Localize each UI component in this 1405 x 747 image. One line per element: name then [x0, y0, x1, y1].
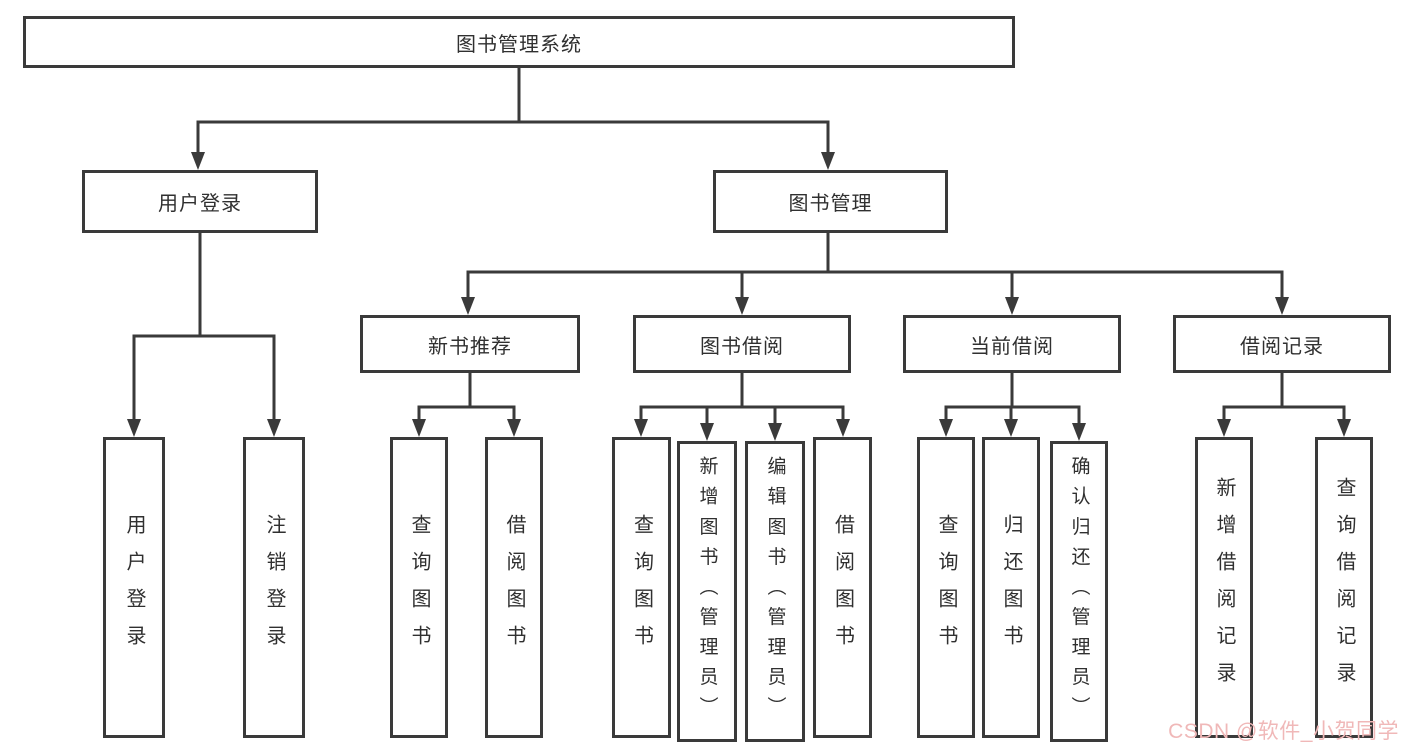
leaf-edit-book-admin: 编辑图书（管理员）: [745, 441, 805, 742]
leaf-query-books-recommend: 查询图书: [390, 437, 448, 738]
leaf-user-login: 用户登录: [103, 437, 165, 738]
leaf-add-book-admin: 新增图书（管理员）: [677, 441, 737, 742]
leaf-return-books: 归还图书: [982, 437, 1040, 738]
leaf-query-books-borrow: 查询图书: [612, 437, 671, 738]
node-root-system: 图书管理系统: [23, 16, 1015, 68]
node-new-book-recommend: 新书推荐: [360, 315, 580, 373]
csdn-watermark: CSDN @软件_小贺同学: [1168, 720, 1399, 743]
leaf-logout: 注销登录: [243, 437, 305, 738]
leaf-borrow-books-recommend: 借阅图书: [485, 437, 543, 738]
node-current-borrow: 当前借阅: [903, 315, 1121, 373]
leaf-confirm-return-admin: 确认归还（管理员）: [1050, 441, 1108, 742]
leaf-query-borrow-record: 查询借阅记录: [1315, 437, 1373, 738]
node-borrow-records: 借阅记录: [1173, 315, 1391, 373]
node-user-login: 用户登录: [82, 170, 318, 233]
node-book-management: 图书管理: [713, 170, 948, 233]
leaf-query-books-current: 查询图书: [917, 437, 975, 738]
leaf-borrow-books: 借阅图书: [813, 437, 872, 738]
node-book-borrow: 图书借阅: [633, 315, 851, 373]
arrowheads: [127, 152, 1351, 441]
leaf-add-borrow-record: 新增借阅记录: [1195, 437, 1253, 738]
